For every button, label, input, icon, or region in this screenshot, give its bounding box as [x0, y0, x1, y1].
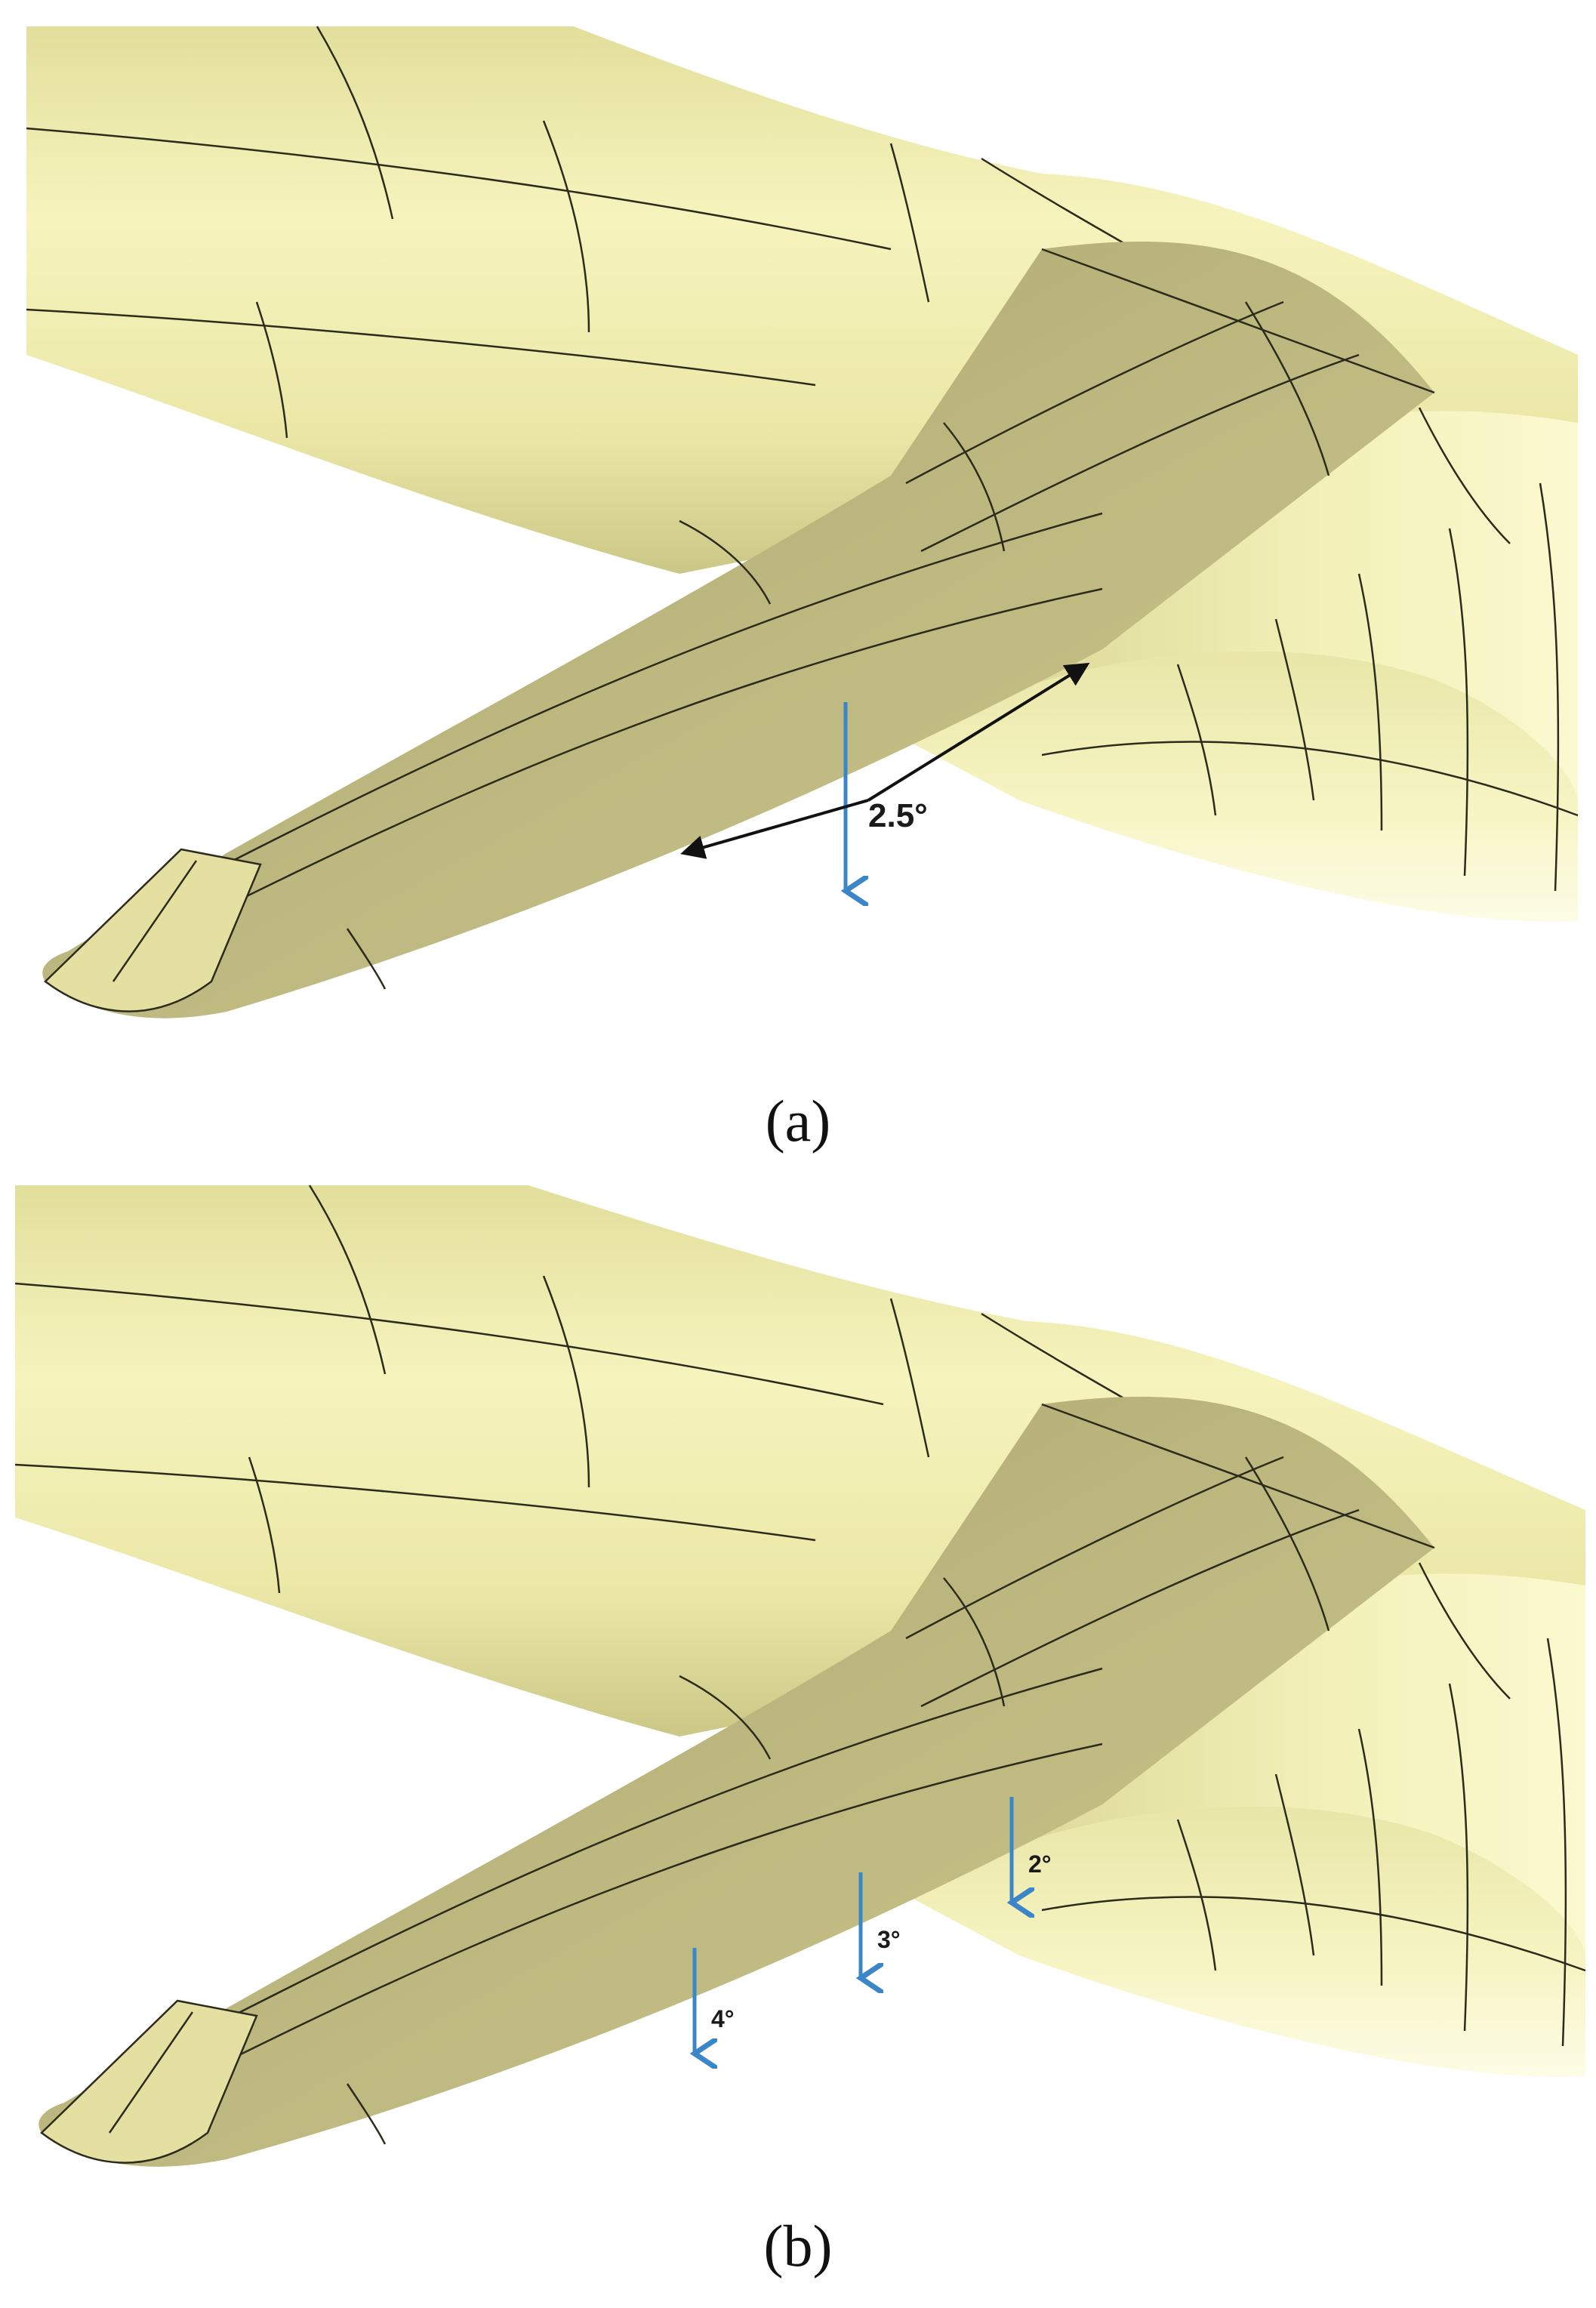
wing-model-a: 2.5° — [26, 26, 1579, 1018]
wing-upper-surface — [42, 241, 1434, 1018]
caption-a: (a) — [765, 1088, 831, 1154]
wing-panel-lines — [173, 248, 1435, 990]
wingtip-line — [112, 860, 198, 982]
spanwise-arrow-a-left — [680, 799, 869, 859]
wing-panel-lines — [173, 1403, 1435, 2145]
spanwise-arrow-a-right — [867, 662, 1090, 802]
panel-b: 2° 3° 4° — [0, 1163, 1596, 2189]
flap-track-pod — [906, 1806, 1585, 2077]
panel-a: 2.5° — [0, 0, 1596, 1042]
fuselage-panel-lines — [26, 26, 1148, 439]
twist-label-a: 2.5° — [868, 797, 928, 834]
wingtip-fairing — [44, 848, 262, 1012]
caption-b: (b) — [763, 2213, 833, 2279]
twist-label-4: 4° — [711, 2005, 735, 2032]
twist-label-3: 3° — [877, 1926, 901, 1953]
twist-label-2: 2° — [1028, 1850, 1052, 1878]
pod-panel-lines — [1041, 407, 1579, 892]
wing-upper-surface — [39, 1396, 1434, 2167]
pod-panel-lines — [1041, 1562, 1586, 2047]
fuselage-panel-lines — [14, 1185, 1148, 1594]
wingtip-line — [108, 2011, 194, 2134]
flap-track-pod — [906, 651, 1578, 922]
wingtip-fairing — [40, 1999, 258, 2164]
wing-model-b: 2° 3° 4° — [14, 1185, 1586, 2167]
